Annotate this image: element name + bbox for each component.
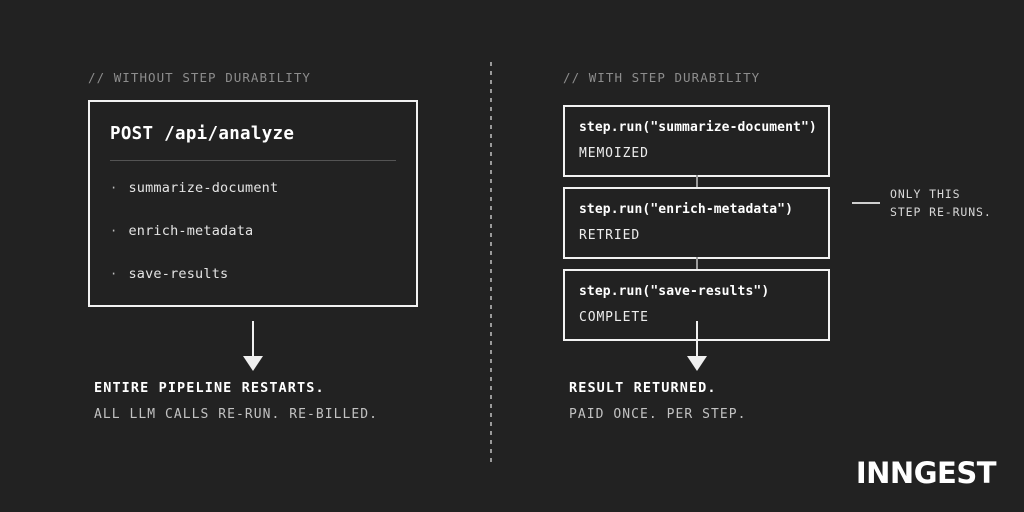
- down-arrow-icon: [242, 321, 264, 371]
- list-item: · summarize-document: [110, 180, 396, 196]
- step-call-expression: step.run("summarize-document"): [579, 120, 817, 135]
- bullet-icon: ·: [110, 267, 118, 281]
- left-outcome-caption: ENTIRE PIPELINE RESTARTS. ALL LLM CALLS …: [94, 380, 378, 422]
- bullet-icon: ·: [110, 224, 118, 238]
- step-box-enrich-metadata: step.run("enrich-metadata") RETRIED: [563, 187, 830, 269]
- list-item-label: save-results: [128, 266, 229, 282]
- endpoint-step-list: · summarize-document · enrich-metadata ·…: [110, 180, 396, 282]
- list-item: · enrich-metadata: [110, 223, 396, 239]
- arrow-head: [687, 356, 707, 371]
- step-status-badge: MEMOIZED: [579, 146, 649, 161]
- step-list: step.run("summarize-document") MEMOIZED …: [563, 105, 830, 341]
- callout-leader-line: [852, 202, 880, 204]
- left-column-comment: // WITHOUT STEP DURABILITY: [88, 70, 311, 85]
- endpoint-title: POST /api/analyze: [110, 124, 295, 144]
- bullet-icon: ·: [110, 181, 118, 195]
- right-outcome-detail: PAID ONCE. PER STEP.: [569, 407, 747, 422]
- callout-line-1: ONLY THIS: [890, 187, 961, 201]
- arrow-stem: [696, 321, 698, 356]
- right-column-comment: // WITH STEP DURABILITY: [563, 70, 761, 85]
- step-status-badge: COMPLETE: [579, 310, 649, 325]
- inngest-logo: INNGEST: [855, 456, 997, 490]
- down-arrow-icon: [686, 321, 708, 371]
- left-outcome-headline: ENTIRE PIPELINE RESTARTS.: [94, 380, 325, 396]
- step-box-summarize-document: step.run("summarize-document") MEMOIZED: [563, 105, 830, 187]
- arrow-stem: [252, 321, 254, 356]
- step-call-expression: step.run("save-results"): [579, 284, 770, 299]
- endpoint-card: POST /api/analyze · summarize-document ·…: [88, 100, 418, 307]
- step-status-badge: RETRIED: [579, 228, 641, 243]
- list-item-label: enrich-metadata: [128, 223, 254, 239]
- step-connector: [695, 175, 698, 187]
- list-item: · save-results: [110, 266, 396, 282]
- arrow-head: [243, 356, 263, 371]
- callout-line-2: STEP RE-RUNS.: [890, 205, 992, 219]
- retry-callout: ONLY THIS STEP RE-RUNS.: [852, 185, 992, 221]
- column-divider: [490, 62, 492, 462]
- left-outcome-detail: ALL LLM CALLS RE-RUN. RE-BILLED.: [94, 407, 379, 422]
- card-divider: [110, 160, 396, 161]
- right-outcome-headline: RESULT RETURNED.: [569, 380, 717, 396]
- step-connector: [695, 257, 698, 269]
- list-item-label: summarize-document: [128, 180, 279, 196]
- step-call-expression: step.run("enrich-metadata"): [579, 202, 794, 217]
- right-outcome-caption: RESULT RETURNED. PAID ONCE. PER STEP.: [569, 380, 747, 422]
- callout-text: ONLY THIS STEP RE-RUNS.: [890, 185, 992, 221]
